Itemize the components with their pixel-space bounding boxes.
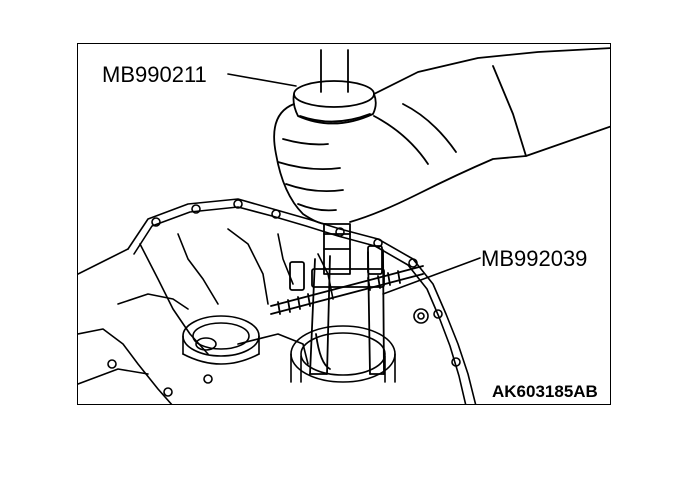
transmission-case — [78, 198, 477, 404]
handle-tool — [292, 49, 377, 125]
leader-line-tool-1 — [227, 73, 297, 87]
illustration — [78, 47, 610, 404]
callout-label-mb992039: MB992039 — [481, 246, 588, 271]
leader-line-tool-2 — [382, 257, 481, 295]
figure-code: AK603185AB — [492, 382, 598, 401]
bearing-bore — [290, 325, 396, 383]
callout-label-mb990211: MB990211 — [102, 62, 207, 87]
figure-frame: MB990211 MB992039 AK603185AB — [77, 43, 611, 405]
hand — [273, 47, 610, 225]
puller-tool — [270, 223, 424, 375]
